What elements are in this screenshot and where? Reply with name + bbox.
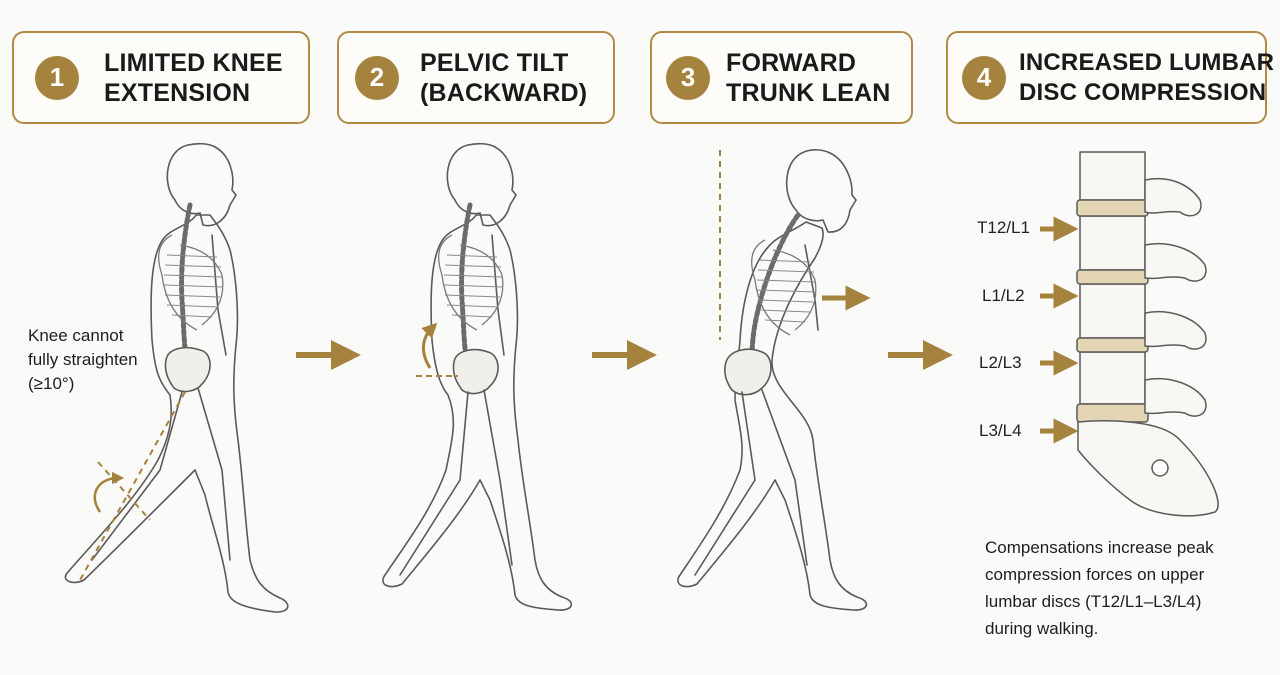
knee-angle-arc — [93, 471, 125, 513]
lumbar-spine — [1076, 151, 1219, 517]
step-1-header: 1 LIMITED KNEE EXTENSION — [12, 31, 310, 124]
knee-note: Knee cannot fully straighten (≥10°) — [28, 326, 138, 393]
summary-note: Compensations increase peak compression … — [985, 538, 1214, 638]
figure-2-skeleton — [382, 142, 573, 611]
step-1-badge: 1 — [35, 55, 79, 100]
disc-label-t12-l1: T12/L1 — [977, 218, 1030, 237]
figure-3-skeleton — [677, 149, 868, 611]
step-1-title: LIMITED KNEE EXTENSION — [104, 48, 283, 107]
disc-label-l2-l3: L2/L3 — [979, 353, 1022, 372]
disc-arrows — [1040, 216, 1079, 444]
step-2-title: PELVIC TILT (BACKWARD) — [420, 48, 588, 107]
disc-label-l3-l4: L3/L4 — [979, 421, 1022, 440]
step-3-header: 3 FORWARD TRUNK LEAN — [650, 31, 913, 124]
knee-angle-indicator — [79, 391, 186, 581]
step-2-badge: 2 — [355, 55, 399, 100]
step-3-title: FORWARD TRUNK LEAN — [726, 48, 891, 107]
step-2-header: 2 PELVIC TILT (BACKWARD) — [337, 31, 615, 124]
pelvic-tilt-arrow — [421, 322, 438, 369]
step-3-badge: 3 — [666, 55, 710, 100]
figure-1-skeleton — [64, 142, 289, 613]
step-4-header: 4 INCREASED LUMBAR DISC COMPRESSION — [946, 31, 1274, 124]
step-4-title: INCREASED LUMBAR DISC COMPRESSION — [1019, 48, 1275, 106]
disc-label-l1-l2: L1/L2 — [982, 286, 1025, 305]
step-4-badge: 4 — [962, 55, 1006, 100]
